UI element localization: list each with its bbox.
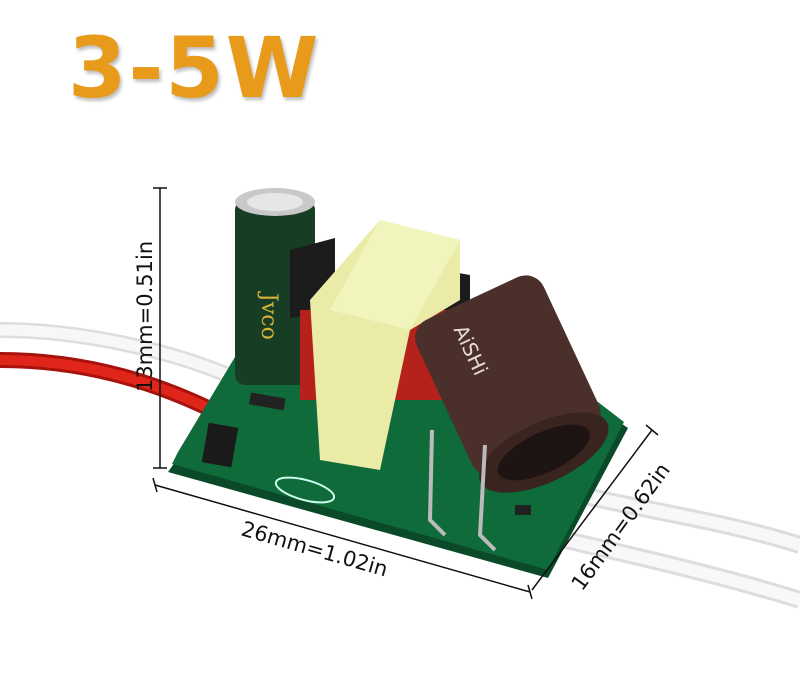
small-capacitor: Jvco (235, 188, 315, 385)
small-capacitor-label: Jvco (256, 291, 281, 340)
dimension-lines (152, 187, 659, 600)
height-dimension-label: 13mm=0.51in (133, 241, 157, 392)
wattage-title: 3-5W (68, 19, 321, 117)
large-capacitor: AiSHi (415, 275, 609, 493)
bridge-chip (201, 422, 239, 468)
